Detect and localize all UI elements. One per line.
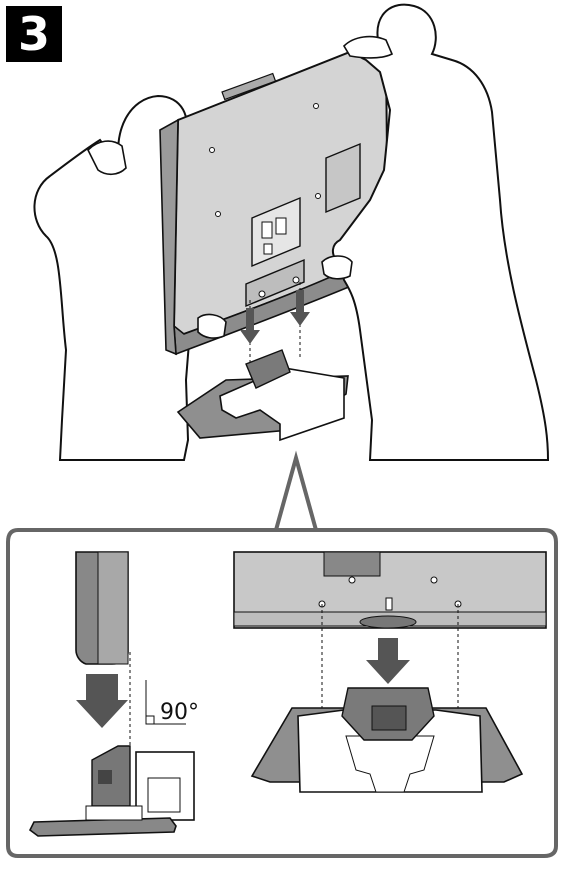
down-arrow [366, 638, 410, 684]
screw-hole [314, 104, 319, 109]
tv-side-lip [98, 552, 128, 664]
right-person-hand [344, 37, 392, 58]
right-person-lower-hand [322, 256, 352, 279]
tv-neck-socket [360, 616, 416, 628]
tv-stand-mount [324, 552, 380, 576]
clamp-detail [98, 770, 112, 784]
tv-port [262, 222, 272, 238]
tv-center-slot [386, 598, 392, 610]
screw-hole [431, 577, 437, 583]
right-angle-square [146, 716, 154, 724]
callout-pointer [276, 458, 316, 530]
stand-base-pad [86, 806, 142, 820]
screw-hole [216, 212, 221, 217]
tv-port [264, 244, 272, 254]
step-number-badge: 3 [6, 6, 62, 62]
packing-slot [148, 778, 180, 812]
tv-port [276, 218, 286, 234]
left-person-hand [198, 315, 226, 339]
insert-arrow-large [76, 674, 128, 728]
screw-hole [259, 291, 265, 297]
screw-hole [349, 577, 355, 583]
screw-hole [316, 194, 321, 199]
angle-label: 90° [160, 700, 199, 725]
screw-hole [293, 277, 299, 283]
neck-block [372, 706, 406, 730]
stand-base-profile [30, 818, 176, 836]
screw-hole [210, 148, 215, 153]
